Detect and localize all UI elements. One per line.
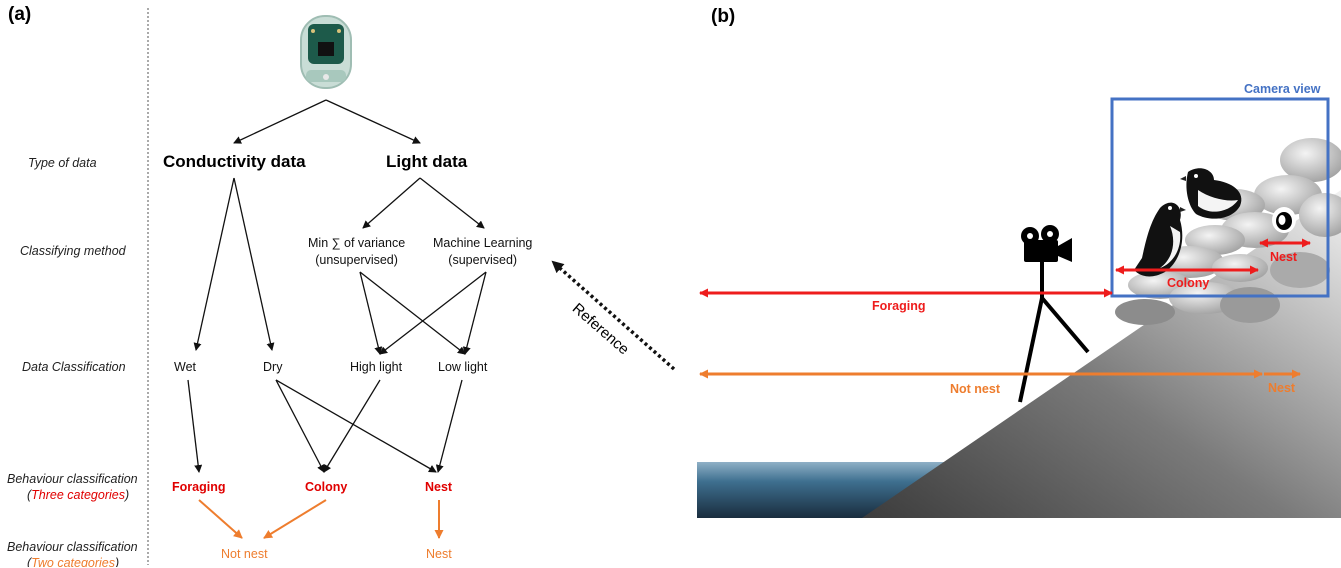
arrow-foraging-to-notnest <box>198 499 243 539</box>
min-variance-node: Min ∑ of variance (unsupervised) <box>308 235 405 269</box>
min-variance-line1: Min ∑ of variance <box>308 236 406 250</box>
arrow-lowlight-to-nest <box>435 379 463 473</box>
dry-node: Dry <box>263 360 283 374</box>
conductivity-data-node: Conductivity data <box>163 152 306 171</box>
row-label-behaviour-two: Behaviour classification (Two categories… <box>7 539 138 567</box>
arrow-device-to-conductivity <box>233 99 327 144</box>
wet-node: Wet <box>174 360 196 374</box>
arrow-dry-to-nest <box>275 379 437 473</box>
panel-b-label: (b) <box>711 6 736 27</box>
bird-right <box>1180 168 1242 219</box>
row-label-behaviour-three: Behaviour classification (Three categori… <box>7 471 138 503</box>
foraging-label-b: Foraging <box>872 299 926 313</box>
nest-label-b-red: Nest <box>1270 250 1298 264</box>
two-categories-note: Two categories <box>31 556 116 567</box>
arrow-minvar-to-lowlight <box>359 271 466 355</box>
high-light-node: High light <box>350 360 403 374</box>
film-camera-icon <box>1021 225 1072 262</box>
nest-node-red: Nest <box>425 480 453 494</box>
nest-hole <box>1272 207 1296 233</box>
colony-node: Colony <box>305 480 348 494</box>
arrow-dry-to-colony <box>275 379 325 473</box>
arrow-ml-to-lowlight <box>462 271 487 355</box>
behaviour-two-title: Behaviour classification <box>7 540 138 554</box>
arrow-highlight-to-colony <box>323 379 381 473</box>
light-data-node: Light data <box>386 152 468 171</box>
arrow-conductivity-to-dry <box>233 177 275 351</box>
coastal-scene <box>697 97 1341 518</box>
ml-line2: (supervised) <box>448 253 518 267</box>
arrow-minvar-to-highlight <box>359 271 383 355</box>
ml-line1: Machine Learning <box>433 236 533 250</box>
machine-learning-node: Machine Learning (supervised) <box>433 235 532 269</box>
behaviour-two-subtitle: (Two categories) <box>7 555 138 567</box>
arrow-wet-to-foraging <box>187 379 203 473</box>
reference-arrow <box>551 260 676 371</box>
row-label-classifying-method: Classifying method <box>20 244 126 258</box>
arrow-ml-to-highlight <box>379 271 487 355</box>
bird-left <box>1134 202 1186 277</box>
behaviour-three-subtitle: (Three categories) <box>27 488 130 502</box>
three-categories-note: Three categories <box>31 488 125 502</box>
arrow-light-to-min-variance <box>362 177 421 229</box>
not-nest-label-b: Not nest <box>950 382 1000 396</box>
logger-device-image <box>300 15 352 89</box>
nest-node-orange: Nest <box>426 547 452 561</box>
arrow-colony-to-notnest <box>263 499 327 539</box>
arrow-conductivity-to-wet <box>193 177 235 351</box>
nest-label-b-orange: Nest <box>1268 381 1296 395</box>
arrow-device-to-light <box>325 99 421 144</box>
panel-a-label: (a) <box>8 4 32 25</box>
camera-view-box <box>1110 97 1330 298</box>
row-label-type-of-data: Type of data <box>28 156 97 170</box>
behaviour-three-title: Behaviour classification <box>7 472 138 486</box>
row-label-data-classification: Data Classification <box>22 360 126 374</box>
not-nest-node: Not nest <box>221 547 268 561</box>
camera-view-label: Camera view <box>1244 82 1321 96</box>
low-light-node: Low light <box>438 360 488 374</box>
foraging-node: Foraging <box>172 480 226 494</box>
min-variance-line2: (unsupervised) <box>315 253 398 267</box>
colony-label-b: Colony <box>1167 276 1210 290</box>
arrow-light-to-ml <box>419 177 485 229</box>
